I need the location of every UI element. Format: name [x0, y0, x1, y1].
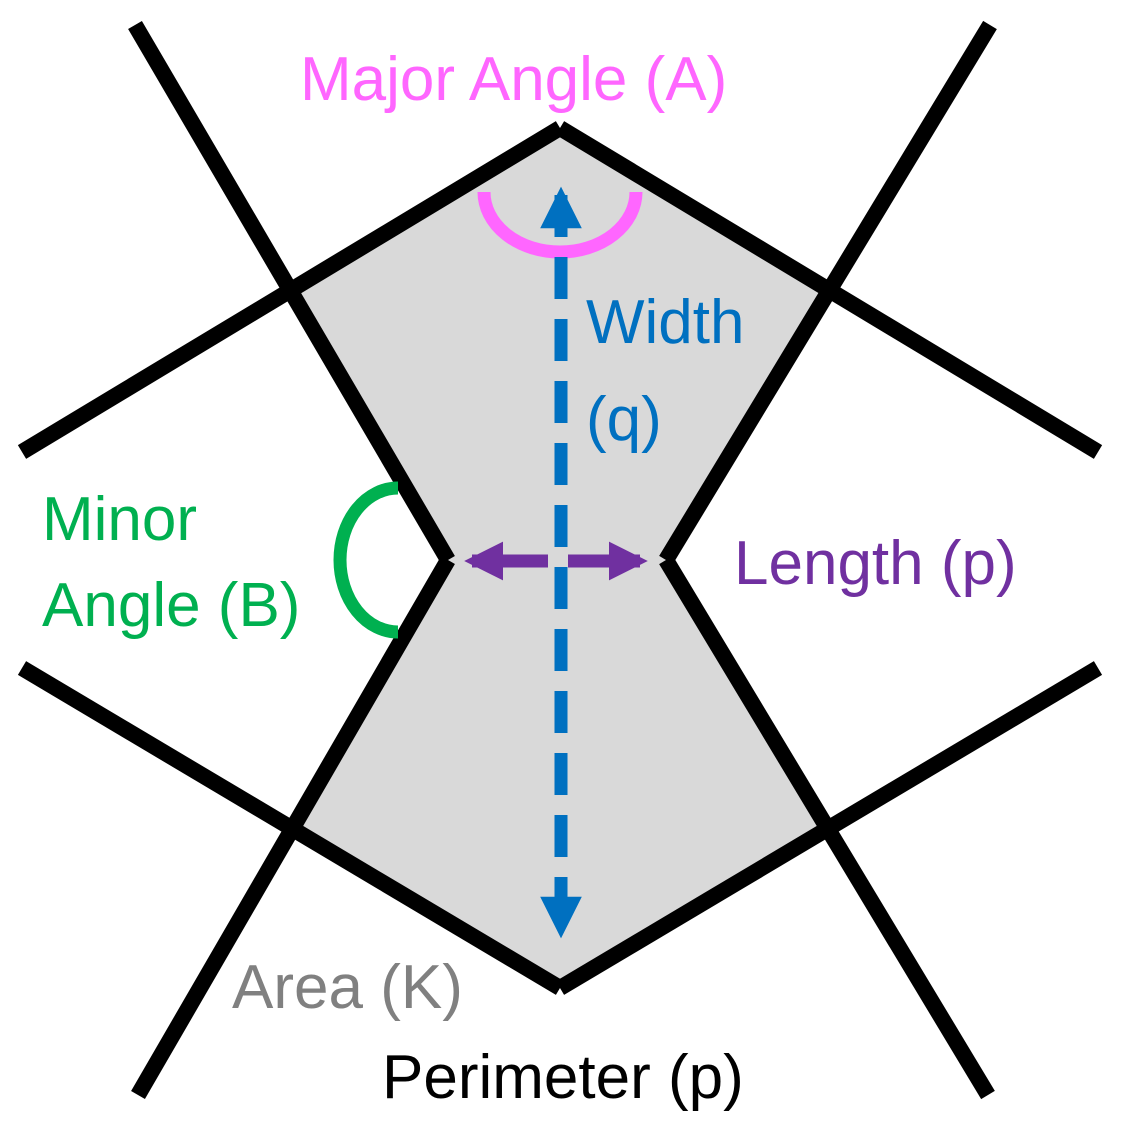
- major-angle-label: Major Angle (A): [300, 45, 727, 114]
- perimeter-label: Perimeter (p): [382, 1043, 744, 1112]
- width-label-line1: Width: [586, 288, 744, 357]
- edge-top-left-chevron: [17, 121, 565, 459]
- edge-top-right-chevron: [555, 121, 1103, 459]
- length-label: Length (p): [734, 529, 1017, 598]
- minor-angle-label-line2: Angle (B): [42, 571, 300, 640]
- minor-angle-label-line1: Minor: [42, 485, 197, 554]
- width-label-line2: (q): [586, 385, 662, 454]
- edge-bottom-left-chevron: [17, 661, 565, 995]
- network-edges: [17, 20, 1103, 1100]
- area-label: Area (K): [232, 953, 463, 1022]
- minor-angle-arc: [333, 481, 399, 639]
- edge-bottom-right-chevron: [555, 661, 1103, 995]
